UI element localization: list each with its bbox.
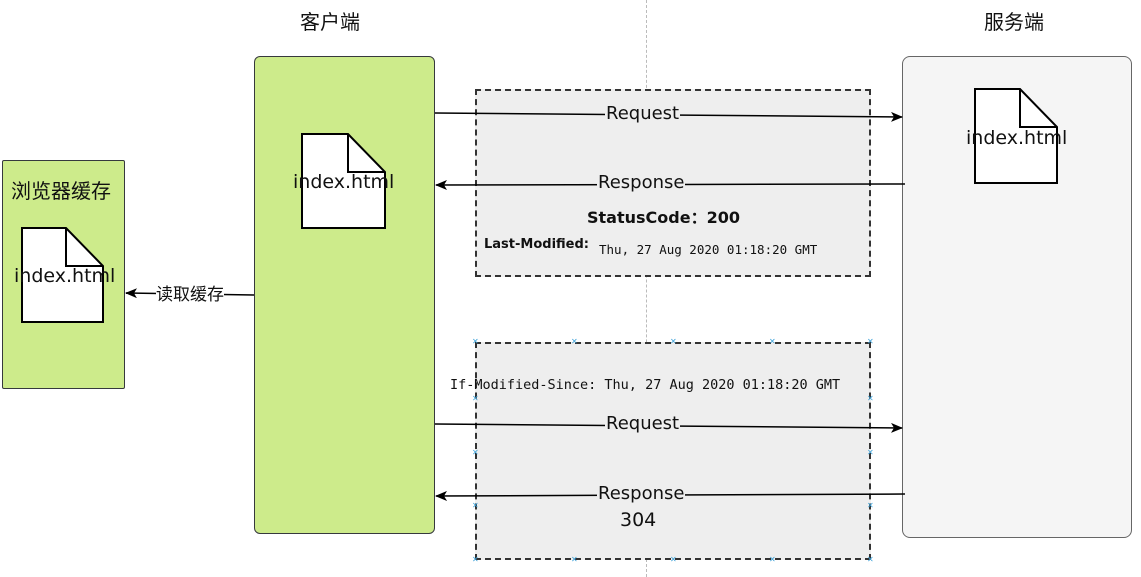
selection-handle[interactable]: ✕ — [472, 501, 479, 510]
selection-handle[interactable]: ✕ — [472, 394, 479, 403]
selection-handle[interactable]: ✕ — [571, 337, 578, 346]
status-304-text: 304 — [620, 509, 657, 531]
selection-handle[interactable]: ✕ — [571, 555, 578, 564]
exchange2-container[interactable] — [475, 342, 871, 560]
cache-read-label: 读取缓存 — [156, 285, 224, 305]
last-modified-value: Thu, 27 Aug 2020 01:18:20 GMT — [599, 242, 818, 257]
selection-handle[interactable]: ✕ — [670, 555, 677, 564]
selection-handle[interactable]: ✕ — [867, 555, 874, 564]
cache-document-label: index.html — [14, 265, 116, 287]
exchange2-request-label: Request — [605, 413, 681, 434]
client-document-icon — [301, 133, 386, 229]
selection-handle[interactable]: ✕ — [867, 337, 874, 346]
if-modified-since-text: If-Modified-Since: Thu, 27 Aug 2020 01:1… — [450, 377, 841, 393]
cache-document-icon — [21, 227, 104, 323]
selection-handle[interactable]: ✕ — [472, 337, 479, 346]
server-document-icon — [974, 88, 1058, 184]
browser-cache-title: 浏览器缓存 — [11, 179, 111, 203]
selection-handle[interactable]: ✕ — [472, 448, 479, 457]
status-code-text: StatusCode：200 — [587, 208, 740, 227]
client-document-label: index.html — [293, 171, 395, 193]
client-title: 客户端 — [300, 10, 360, 34]
server-title: 服务端 — [984, 10, 1044, 34]
selection-handle[interactable]: ✕ — [769, 337, 776, 346]
exchange1-request-label: Request — [605, 103, 681, 124]
selection-handle[interactable]: ✕ — [867, 448, 874, 457]
selection-handle[interactable]: ✕ — [769, 555, 776, 564]
selection-handle[interactable]: ✕ — [670, 337, 677, 346]
center-divider — [646, 0, 647, 577]
selection-handle[interactable]: ✕ — [472, 555, 479, 564]
last-modified-key: Last-Modified: — [484, 237, 589, 252]
selection-handle[interactable]: ✕ — [867, 501, 874, 510]
selection-handle[interactable]: ✕ — [867, 394, 874, 403]
exchange1-response-label: Response — [597, 172, 686, 193]
exchange2-response-label: Response — [597, 483, 686, 504]
server-document-label: index.html — [966, 127, 1068, 149]
